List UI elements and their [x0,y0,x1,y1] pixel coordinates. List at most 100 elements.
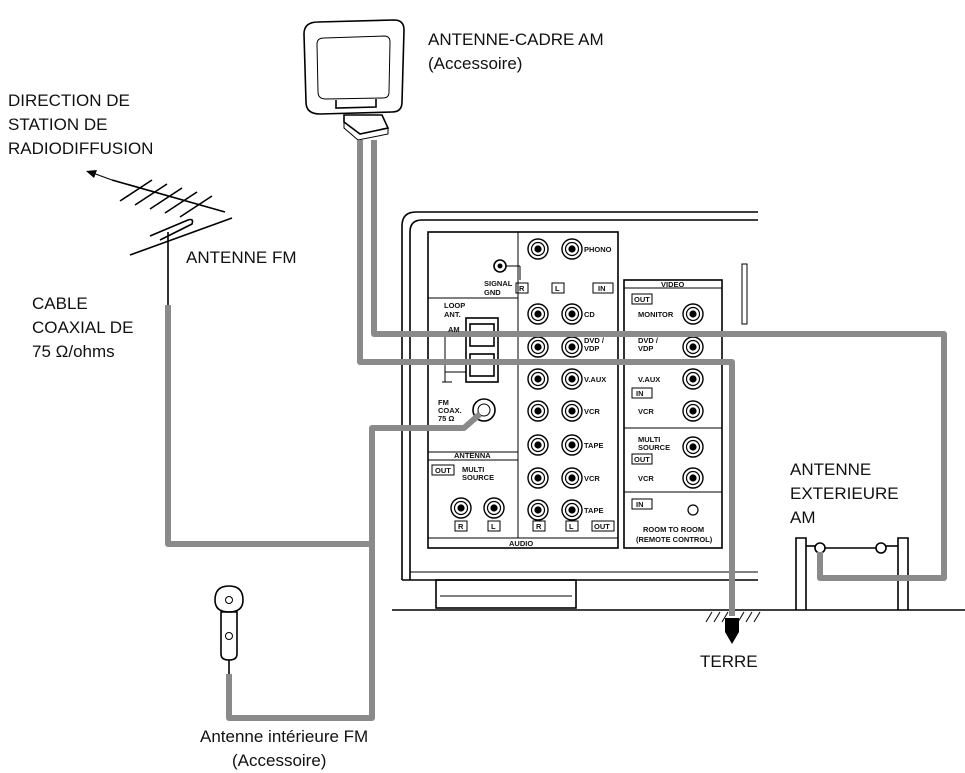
ground-label: TERRE [700,652,758,671]
callouts: ANTENNE-CADRE AM (Accessoire) DIRECTION … [8,30,899,770]
receiver-rear-panel [401,211,758,609]
direction-line-2: STATION DE [8,115,108,134]
rca-jack [568,474,576,482]
rca-jack [534,474,542,482]
am-loop-title: ANTENNE-CADRE AM [428,30,604,49]
panel-phono-l: L [555,284,560,293]
cable-line-3: 75 Ω/ohms [32,342,115,361]
panel-tape-out: TAPE [584,506,603,515]
rca-jack [534,441,542,449]
panel-ant: ANT. [444,310,461,319]
outdoor-am-antenna [795,537,909,610]
rca-jack [568,441,576,449]
rca-jack [534,310,542,318]
rca-jack [534,343,542,351]
rca-jack [689,443,697,451]
rca-jack [689,310,697,318]
panel-phono-r: R [519,284,525,293]
rca-jack [689,343,697,351]
panel-v-out: OUT [634,455,650,464]
panel-audio: AUDIO [509,539,533,548]
indoor-fm-antenna [214,585,244,674]
rca-jack [568,310,576,318]
rca-jack [689,474,697,482]
rca-jack [568,375,576,383]
cable-line-1: CABLE [32,294,88,313]
panel-gnd: GND [484,288,501,297]
rca-jack [568,506,576,514]
panel-monitor: MONITOR [638,310,674,319]
panel-v-dvd-1: DVD / [638,336,659,345]
panel-coax: COAX. [438,406,462,415]
indoor-fm-title: Antenne intérieure FM [200,727,368,746]
panel-audio-out: OUT [594,522,610,531]
fm-coax-cable [165,305,372,547]
indoor-fm-sub: (Accessoire) [232,751,326,770]
panel-tape-r: R [536,522,542,531]
rca-jack [534,407,542,415]
panel-ms-r: R [458,522,464,531]
cable-line-2: COAXIAL DE [32,318,133,337]
panel-v-vaux: V.AUX [638,375,660,384]
panel-am: AM [448,325,460,334]
rca-jack [534,375,542,383]
panel-ms-2: SOURCE [462,473,494,482]
outdoor-am-line-2: EXTERIEURE [790,484,899,503]
panel-ms-1: MULTI [462,465,484,474]
panel-tape-l: L [569,522,574,531]
rca-jack [689,407,697,415]
panel-tape: TAPE [584,441,603,450]
panel-75: 75 Ω [438,414,454,423]
panel-antenna: ANTENNA [454,451,491,460]
panel-video-out: OUT [634,295,650,304]
fm-antenna-label: ANTENNE FM [186,248,297,267]
rca-jack [568,407,576,415]
panel-fm: FM [438,398,449,407]
panel-cd: CD [584,310,595,319]
panel-phono-in: IN [598,284,606,293]
panel-v-dvd-2: VDP [638,344,653,353]
panel-labels: PHONO SIGNAL GND R L IN CD DVD / VDP V.A… [435,245,713,548]
panel-dvd-1: DVD / [584,336,605,345]
rca-jack [568,343,576,351]
rca-jack [689,375,697,383]
panel-remote: (REMOTE CONTROL) [636,535,713,544]
panel-v-ms-1: MULTI [638,435,660,444]
rca-jack [534,245,542,253]
direction-line-3: RADIODIFFUSION [8,139,153,158]
panel-ms-l: L [491,522,496,531]
panel-rtr: ROOM TO ROOM [643,525,704,534]
panel-v-vcr: VCR [638,407,654,416]
fm-outdoor-antenna [86,170,233,312]
cables [165,140,947,721]
rca-jacks [450,238,704,521]
am-loop-cable-1 [371,140,947,581]
panel-vaux: V.AUX [584,375,606,384]
panel-vcr-out: VCR [584,474,600,483]
direction-line-1: DIRECTION DE [8,91,130,110]
outdoor-am-line-1: ANTENNE [790,460,871,479]
panel-v-ms-2: SOURCE [638,443,670,452]
panel-v-vcr-out: VCR [638,474,654,483]
outdoor-am-line-3: AM [790,508,816,527]
panel-v-in: IN [636,389,644,398]
panel-video: VIDEO [661,280,685,289]
indoor-fm-cable [226,411,482,721]
panel-rtr-in: IN [636,500,644,509]
am-loop-sub: (Accessoire) [428,54,522,73]
panel-dvd-2: VDP [584,344,599,353]
rca-jack [568,245,576,253]
room-to-room-jack [687,504,699,516]
panel-vcr: VCR [584,407,600,416]
panel-ms-out: OUT [435,466,451,475]
panel-loop: LOOP [444,301,465,310]
rca-jack [534,506,542,514]
panel-signal: SIGNAL [484,279,513,288]
rca-jack [490,504,498,512]
panel-phono: PHONO [584,245,612,254]
ground-spike [725,618,739,644]
am-loop-antenna [303,19,405,141]
rca-jack [457,504,465,512]
